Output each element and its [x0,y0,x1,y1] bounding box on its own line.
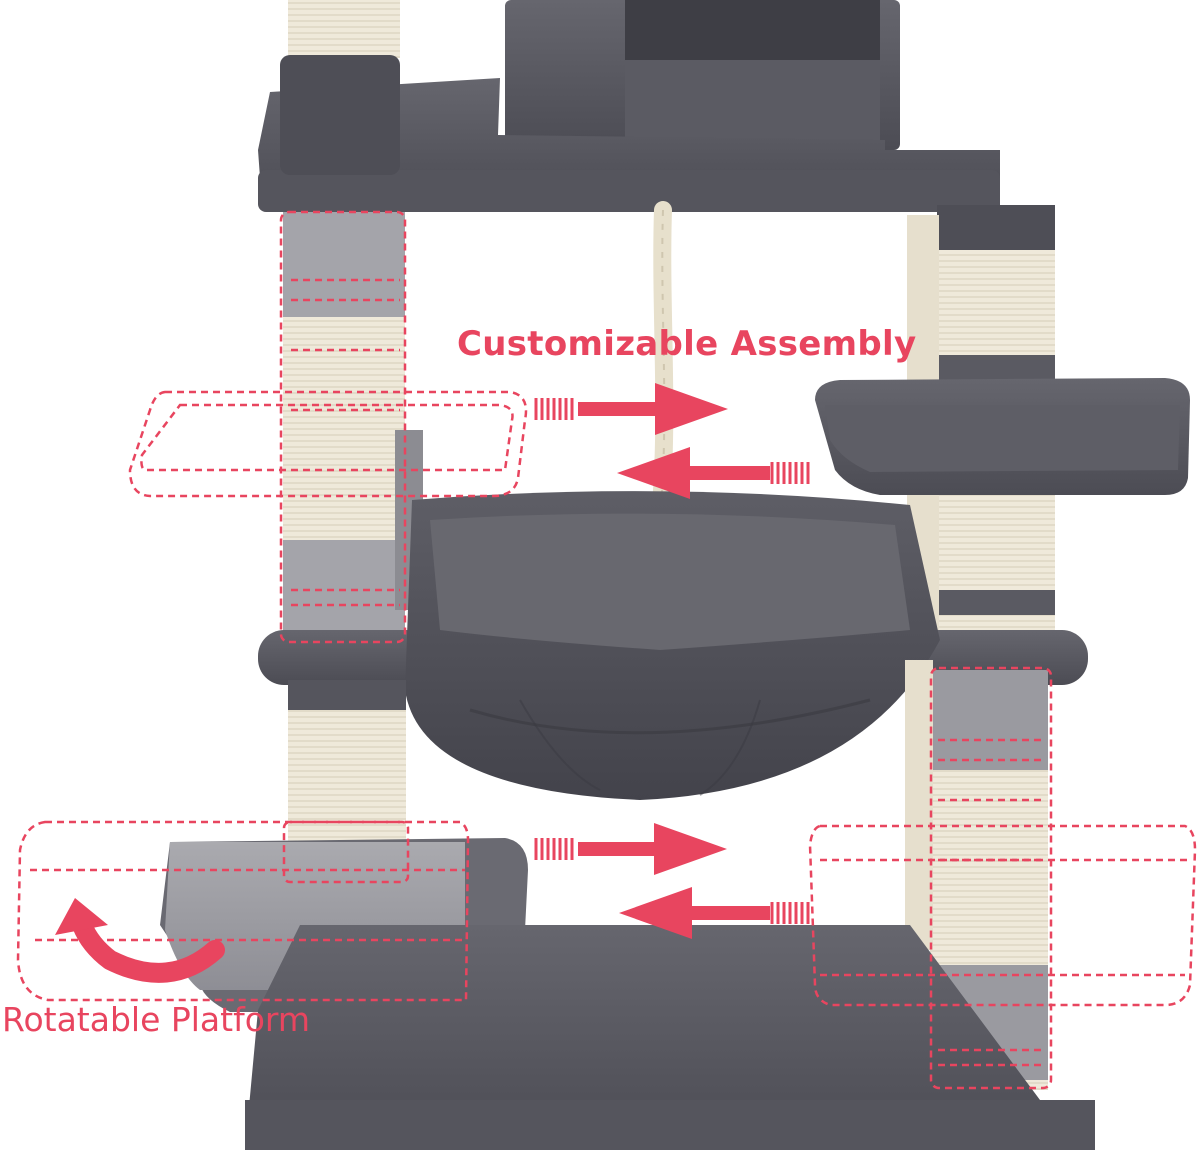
double-direction-arrow-icon-lower [534,823,810,939]
double-direction-arrow-icon [534,383,810,499]
rotatable-platform-label: Rotatable Platform [2,1000,311,1039]
hammock [405,491,940,800]
curved-rotate-arrow-icon [55,898,225,983]
left-upper-post [283,212,423,645]
base-platform [245,925,1095,1150]
right-small-platform [815,378,1190,495]
assembly-outlines [16,210,1197,1090]
customizable-assembly-label: Customizable Assembly [457,324,917,364]
top-condo [505,0,900,150]
top-platform [258,55,1000,212]
top-sisal-post [288,0,400,58]
